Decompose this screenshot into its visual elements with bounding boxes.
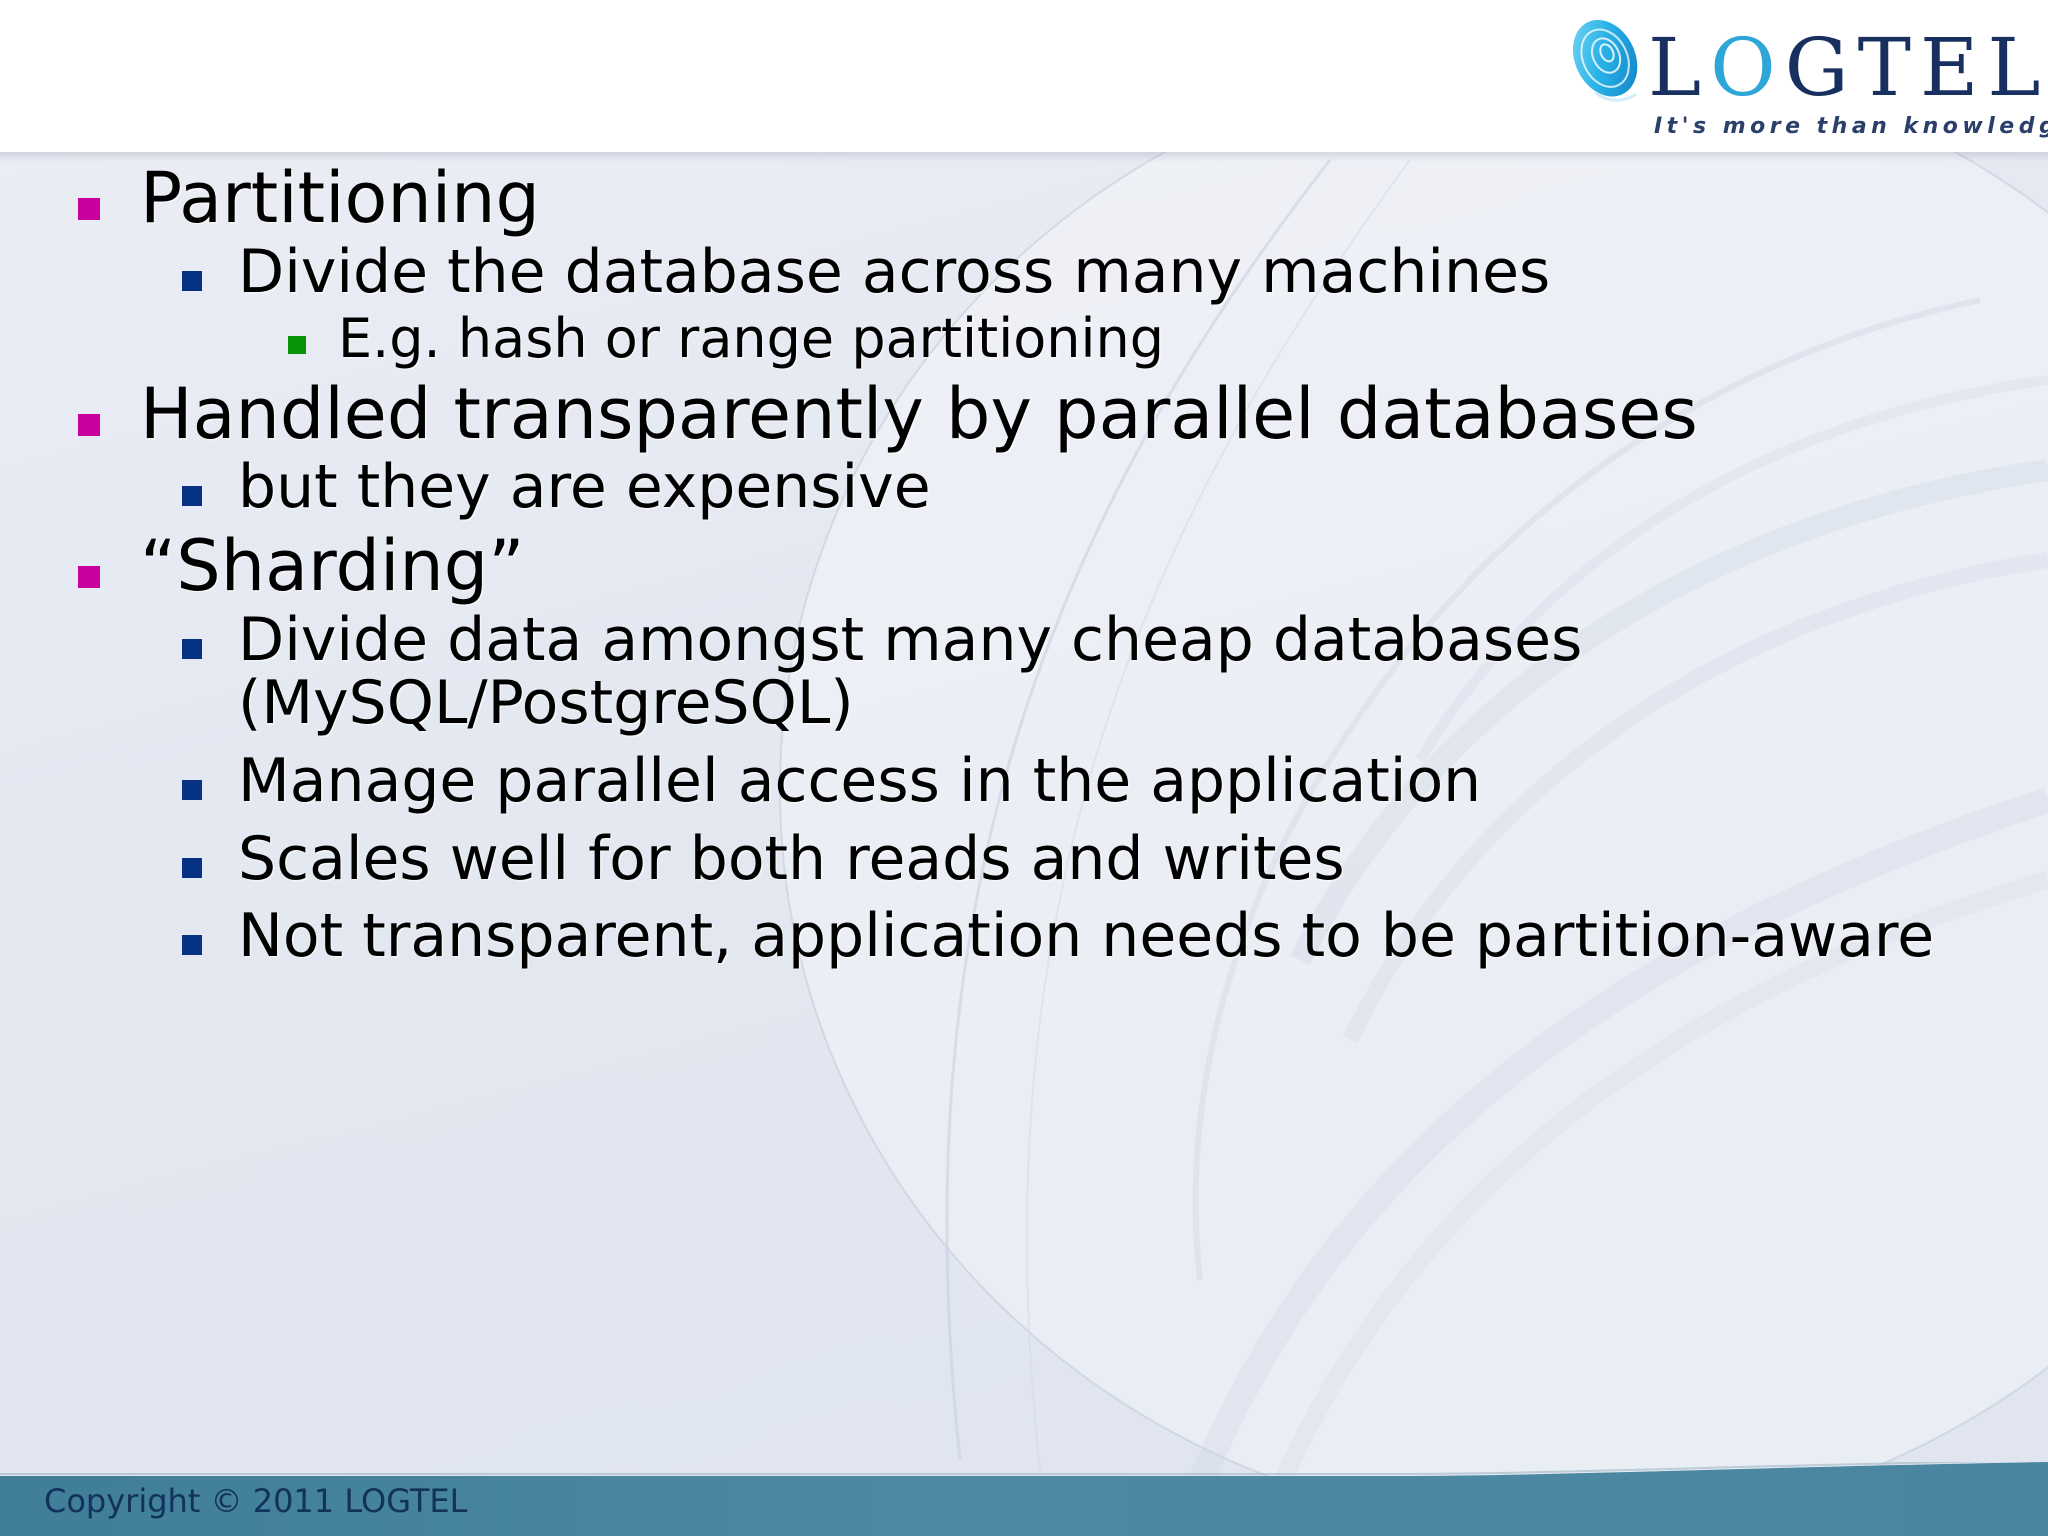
list-item: Not transparent, application needs to be…	[0, 905, 2048, 969]
bullet-text: Partitioning	[140, 157, 540, 239]
bullet-text: Divide data amongst many cheap databases…	[238, 604, 1583, 739]
bullet-text: Manage parallel access in the applicatio…	[238, 746, 1482, 816]
bullet-text: but they are expensive	[238, 452, 931, 523]
bullet-marker-level2	[182, 270, 202, 291]
list-item: Manage parallel access in the applicatio…	[0, 746, 2048, 816]
list-item: Divide the database across many machines	[0, 236, 2048, 307]
bullet-marker-level2	[182, 638, 202, 659]
list-item: “Sharding”	[0, 530, 2048, 603]
logtel-logo: LOGTEL It's more than knowledge	[1562, 6, 2048, 146]
slide-footer: Copyright © 2011 LOGTEL	[0, 1462, 2048, 1536]
bullet-text: “Sharding”	[140, 525, 525, 608]
bullet-text: E.g. hash or range partitioning	[338, 307, 1165, 371]
logtel-wordmark: LOGTEL	[1648, 28, 2048, 108]
bullet-marker-level1	[78, 198, 100, 220]
bullet-marker-level1	[78, 413, 100, 436]
copyright-text: Copyright © 2011 LOGTEL	[44, 1482, 468, 1520]
list-item: E.g. hash or range partitioning	[0, 307, 2048, 371]
bullet-marker-level2	[182, 486, 202, 507]
bullet-marker-level1	[78, 566, 100, 589]
bullet-marker-level3	[288, 336, 306, 355]
header-divider	[0, 152, 2048, 162]
wordmark-gtel: GTEL	[1784, 21, 2048, 114]
list-item: Scales well for both reads and writes	[0, 823, 2048, 894]
bullet-text: Handled transparently by parallel databa…	[140, 372, 1698, 455]
wordmark-o-ring: O	[1710, 21, 1785, 114]
bullet-text: Scales well for both reads and writes	[238, 823, 1345, 894]
list-item: Handled transparently by parallel databa…	[0, 372, 2048, 455]
bullet-marker-level2	[182, 780, 202, 800]
bullet-text: Not transparent, application needs to be…	[238, 901, 1935, 972]
bullet-marker-level2	[182, 857, 202, 878]
logo-tagline: It's more than knowledge	[1654, 114, 2048, 139]
list-item: Partitioning	[0, 162, 2048, 235]
logtel-spiral-disc-icon	[1572, 19, 1638, 102]
list-item: Divide data amongst many cheap databases…	[0, 604, 1822, 739]
slide-body: Partitioning Divide the database across …	[0, 162, 2048, 1452]
list-item: but they are expensive	[0, 456, 2048, 520]
bullet-text: Divide the database across many machines	[238, 236, 1551, 307]
bullet-marker-level2	[182, 935, 202, 956]
wordmark-l: L	[1648, 21, 1711, 114]
